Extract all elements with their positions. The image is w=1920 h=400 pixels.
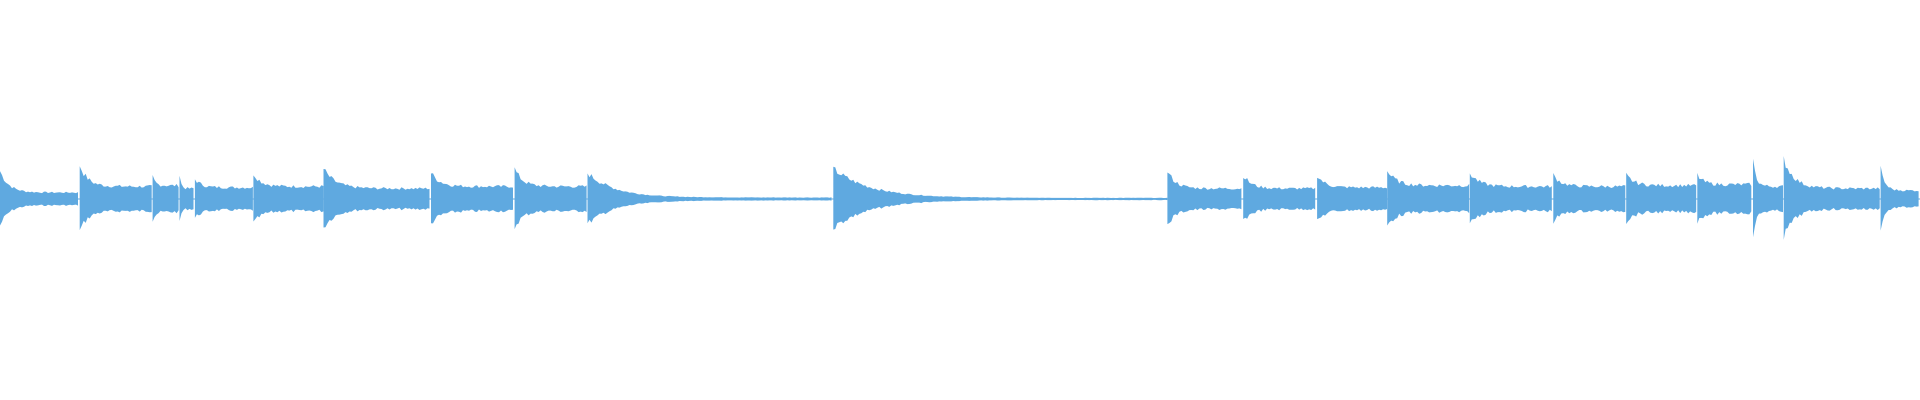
waveform-segment: [179, 175, 194, 221]
waveform-segment: [1167, 172, 1242, 225]
waveform-segment: [431, 173, 513, 224]
waveform-segment: [253, 175, 324, 222]
waveform-segment: [1880, 165, 1919, 231]
waveform-segment: [0, 171, 78, 226]
waveform-segment: [1783, 156, 1880, 240]
waveform-segment: [152, 175, 179, 222]
waveform-segment: [1697, 172, 1752, 224]
waveform-segment: [79, 166, 152, 231]
waveform-segment: [323, 169, 430, 228]
waveform-segment: [1553, 173, 1626, 224]
waveform-segment: [1387, 171, 1470, 226]
waveform-segment: [1753, 158, 1783, 238]
waveform-segment: [1626, 172, 1697, 224]
waveform-segment: [587, 173, 832, 224]
waveform-segment: [1469, 173, 1552, 224]
waveform-segment: [833, 166, 1168, 230]
waveform-segment: [514, 167, 587, 230]
